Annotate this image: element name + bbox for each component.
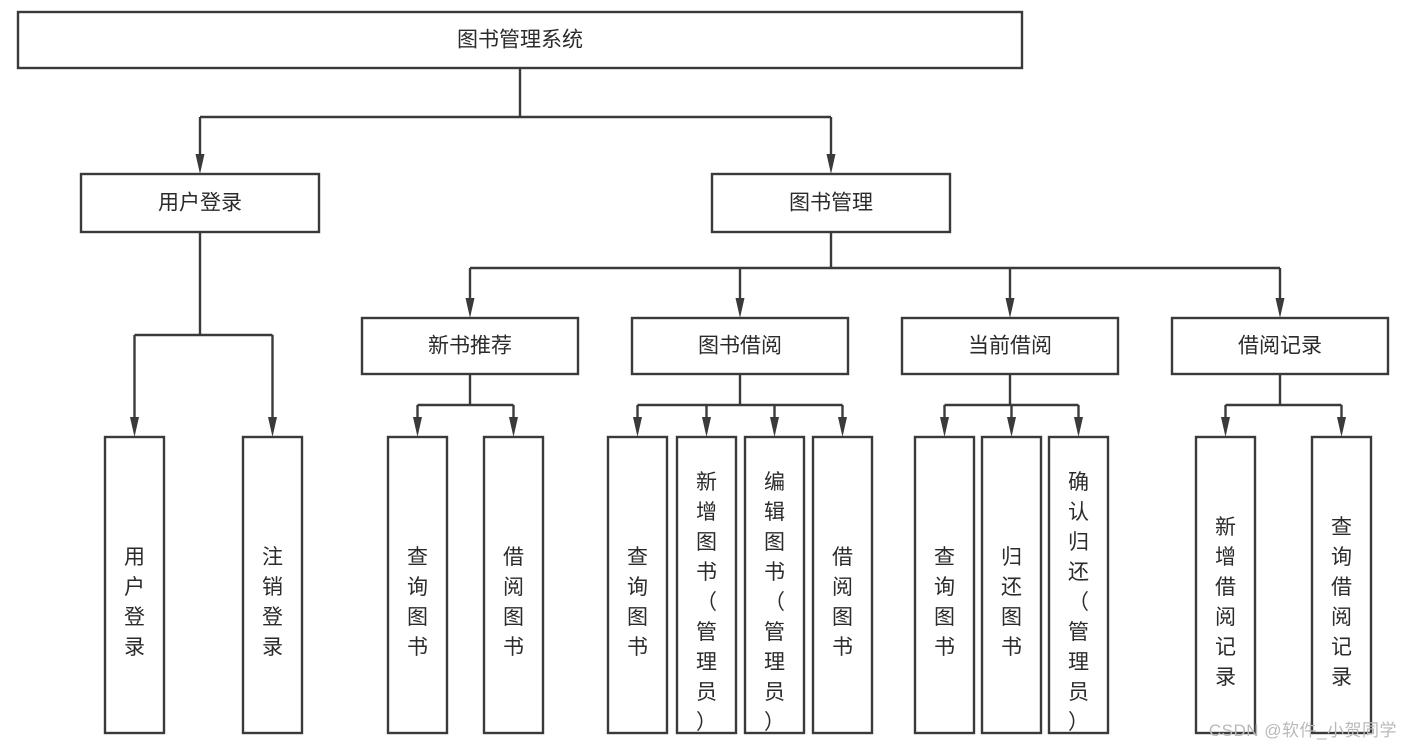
- node-box-leaf-logout-login[interactable]: [241, 435, 304, 735]
- node-leaf-query-book-borrow[interactable]: 查询图书: [606, 435, 669, 735]
- node-leaf-logout-login[interactable]: 注销登录: [241, 435, 304, 735]
- node-label-leaf-query-book-current: 查询图书: [934, 546, 955, 659]
- arrow-head-icon: [940, 417, 949, 437]
- arrow-head-icon: [770, 417, 779, 437]
- node-book-borrow[interactable]: 图书借阅: [630, 316, 850, 376]
- node-label-root: 图书管理系统: [457, 29, 583, 52]
- node-label-leaf-user-login: 用户登录: [124, 546, 145, 659]
- arrow-head-icon: [1005, 298, 1015, 318]
- node-leaf-return-book[interactable]: 归还图书: [980, 435, 1043, 735]
- arrow-head-icon: [1074, 417, 1083, 437]
- node-label-leaf-query-borrow-record: 查询借阅记录: [1331, 516, 1352, 689]
- node-book-management[interactable]: 图书管理: [710, 172, 952, 234]
- node-label-leaf-logout-login: 注销登录: [262, 546, 283, 659]
- arrow-head-icon: [1337, 417, 1346, 437]
- node-leaf-borrow-book[interactable]: 借阅图书: [811, 435, 874, 735]
- node-box-leaf-confirm-return-admin[interactable]: [1047, 435, 1110, 735]
- node-box-root[interactable]: [16, 10, 1024, 70]
- connector-layer: [130, 68, 1346, 437]
- arrow-head-icon: [130, 417, 139, 437]
- node-box-leaf-query-book-current[interactable]: [913, 435, 976, 735]
- node-box-leaf-edit-book-admin[interactable]: [743, 435, 806, 735]
- arrow-head-icon: [1221, 417, 1230, 437]
- node-box-leaf-query-book-borrow[interactable]: [606, 435, 669, 735]
- node-label-leaf-query-book-borrow: 查询图书: [627, 546, 648, 659]
- connector-group-book-management: [465, 232, 1285, 318]
- node-box-current-borrow[interactable]: [900, 316, 1120, 376]
- connector-group-new-book-recommend: [413, 374, 518, 437]
- node-box-user-login[interactable]: [79, 172, 321, 234]
- watermark-label: CSDN @软件_小贺同学: [1208, 721, 1397, 740]
- arrow-head-icon: [826, 154, 836, 174]
- arrow-head-icon: [465, 298, 475, 318]
- node-box-leaf-borrow-book[interactable]: [811, 435, 874, 735]
- node-leaf-query-book-recommend[interactable]: 查询图书: [386, 435, 449, 735]
- node-box-book-borrow[interactable]: [630, 316, 850, 376]
- node-box-leaf-add-borrow-record[interactable]: [1194, 435, 1257, 735]
- node-box-leaf-user-login[interactable]: [103, 435, 166, 735]
- node-label-borrow-record: 借阅记录: [1238, 335, 1322, 358]
- node-leaf-user-login[interactable]: 用户登录: [103, 435, 166, 735]
- node-label-leaf-query-book-recommend: 查询图书: [407, 546, 428, 659]
- node-label-leaf-confirm-return-admin: 确认归还（管理员）: [1068, 471, 1089, 734]
- arrow-head-icon: [633, 417, 642, 437]
- node-box-book-management[interactable]: [710, 172, 952, 234]
- connector-group-borrow-record: [1221, 374, 1346, 437]
- connector-group-user-login: [130, 232, 277, 437]
- node-label-new-book-recommend: 新书推荐: [428, 335, 512, 358]
- node-current-borrow[interactable]: 当前借阅: [900, 316, 1120, 376]
- arrow-head-icon: [735, 298, 745, 318]
- node-leaf-confirm-return-admin[interactable]: 确认归还（管理员）: [1047, 435, 1110, 735]
- arrow-head-icon: [702, 417, 711, 437]
- node-leaf-query-book-current[interactable]: 查询图书: [913, 435, 976, 735]
- node-label-leaf-add-borrow-record: 新增借阅记录: [1215, 516, 1236, 689]
- node-box-leaf-borrow-book-recommend[interactable]: [482, 435, 545, 735]
- node-layer: 图书管理系统用户登录图书管理新书推荐图书借阅当前借阅借阅记录用户登录注销登录查询…: [16, 10, 1390, 735]
- node-new-book-recommend[interactable]: 新书推荐: [360, 316, 580, 376]
- node-leaf-borrow-book-recommend[interactable]: 借阅图书: [482, 435, 545, 735]
- node-box-leaf-return-book[interactable]: [980, 435, 1043, 735]
- node-label-user-login: 用户登录: [158, 192, 242, 215]
- arrow-head-icon: [1007, 417, 1016, 437]
- node-label-book-management: 图书管理: [789, 192, 873, 215]
- arrow-head-icon: [268, 417, 277, 437]
- node-leaf-edit-book-admin[interactable]: 编辑图书（管理员）: [743, 435, 806, 735]
- node-box-leaf-add-book-admin[interactable]: [675, 435, 738, 735]
- arrow-head-icon: [1275, 298, 1285, 318]
- node-box-new-book-recommend[interactable]: [360, 316, 580, 376]
- node-label-leaf-borrow-book-recommend: 借阅图书: [503, 546, 524, 659]
- node-box-borrow-record[interactable]: [1170, 316, 1390, 376]
- node-borrow-record[interactable]: 借阅记录: [1170, 316, 1390, 376]
- node-label-leaf-return-book: 归还图书: [1001, 546, 1022, 659]
- connector-group-book-borrow: [633, 374, 847, 437]
- connector-group-current-borrow: [940, 374, 1083, 437]
- connector-group-root: [195, 68, 836, 174]
- arrow-head-icon: [195, 154, 205, 174]
- node-leaf-add-book-admin[interactable]: 新增图书（管理员）: [675, 435, 738, 735]
- node-root[interactable]: 图书管理系统: [16, 10, 1024, 70]
- arrow-head-icon: [413, 417, 422, 437]
- node-box-leaf-query-borrow-record[interactable]: [1310, 435, 1373, 735]
- arrow-head-icon: [509, 417, 518, 437]
- arrow-head-icon: [838, 417, 847, 437]
- node-user-login[interactable]: 用户登录: [79, 172, 321, 234]
- node-label-leaf-add-book-admin: 新增图书（管理员）: [696, 471, 717, 734]
- node-label-book-borrow: 图书借阅: [698, 335, 782, 358]
- node-leaf-add-borrow-record[interactable]: 新增借阅记录: [1194, 435, 1257, 735]
- node-label-leaf-edit-book-admin: 编辑图书（管理员）: [764, 471, 785, 734]
- node-label-current-borrow: 当前借阅: [968, 335, 1052, 358]
- node-box-leaf-query-book-recommend[interactable]: [386, 435, 449, 735]
- node-leaf-query-borrow-record[interactable]: 查询借阅记录: [1310, 435, 1373, 735]
- node-label-leaf-borrow-book: 借阅图书: [832, 546, 853, 659]
